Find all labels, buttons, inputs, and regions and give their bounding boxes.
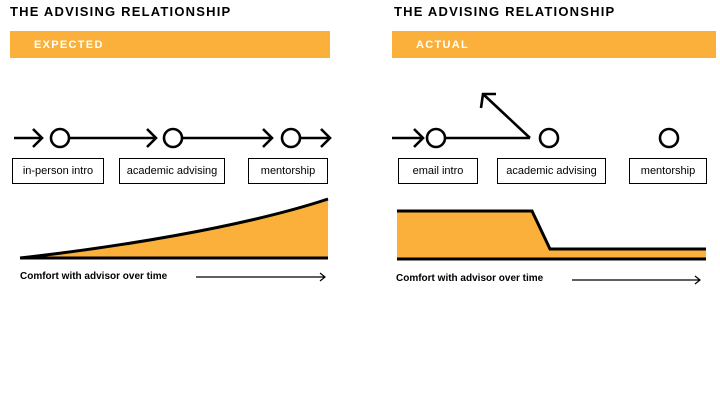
actual-time-arrowhead xyxy=(694,275,701,285)
expected-comfort-area xyxy=(20,199,328,258)
actual-heading: THE ADVISING RELATIONSHIP xyxy=(394,4,616,19)
actual-stage-mentorship: mentorship xyxy=(629,158,707,184)
expected-lead-in-arrowhead xyxy=(32,128,44,148)
expected-panel: THE ADVISING RELATIONSHIP EXPECTED in-pe… xyxy=(0,0,340,300)
actual-diverted-arrowhead xyxy=(479,92,496,109)
expected-flow-diagram xyxy=(14,127,332,282)
expected-banner: EXPECTED xyxy=(10,31,330,58)
actual-stage-academic-advising: academic advising xyxy=(497,158,606,184)
expected-node-1 xyxy=(49,127,71,149)
expected-comfort-curve xyxy=(19,197,329,260)
actual-comfort-line xyxy=(397,209,706,251)
actual-diverted-line xyxy=(482,93,531,139)
expected-arrowhead-1 xyxy=(146,128,158,148)
actual-flow-diagram xyxy=(392,92,706,285)
expected-stage-mentorship: mentorship xyxy=(248,158,328,184)
actual-node-1 xyxy=(425,127,447,149)
expected-stage-academic-advising: academic advising xyxy=(119,158,225,184)
expected-time-arrowhead xyxy=(319,272,326,282)
actual-lead-in-arrowhead xyxy=(413,128,425,148)
actual-caption: Comfort with advisor over time xyxy=(396,273,544,284)
actual-comfort-area xyxy=(397,211,706,259)
expected-stage-in-person-intro: in-person intro xyxy=(12,158,104,184)
actual-stage-email-intro: email intro xyxy=(398,158,478,184)
expected-arrowhead-2 xyxy=(262,128,274,148)
actual-banner: ACTUAL xyxy=(392,31,716,58)
expected-lead-out-arrowhead xyxy=(320,128,332,148)
expected-heading: THE ADVISING RELATIONSHIP xyxy=(10,4,232,19)
expected-banner-label: EXPECTED xyxy=(34,39,104,51)
actual-panel: THE ADVISING RELATIONSHIP ACTUAL email i… xyxy=(384,0,720,300)
expected-node-2 xyxy=(162,127,184,149)
actual-banner-label: ACTUAL xyxy=(416,39,470,51)
expected-caption: Comfort with advisor over time xyxy=(20,271,168,282)
expected-node-3 xyxy=(280,127,302,149)
actual-node-2 xyxy=(538,127,560,149)
actual-node-3 xyxy=(658,127,680,149)
